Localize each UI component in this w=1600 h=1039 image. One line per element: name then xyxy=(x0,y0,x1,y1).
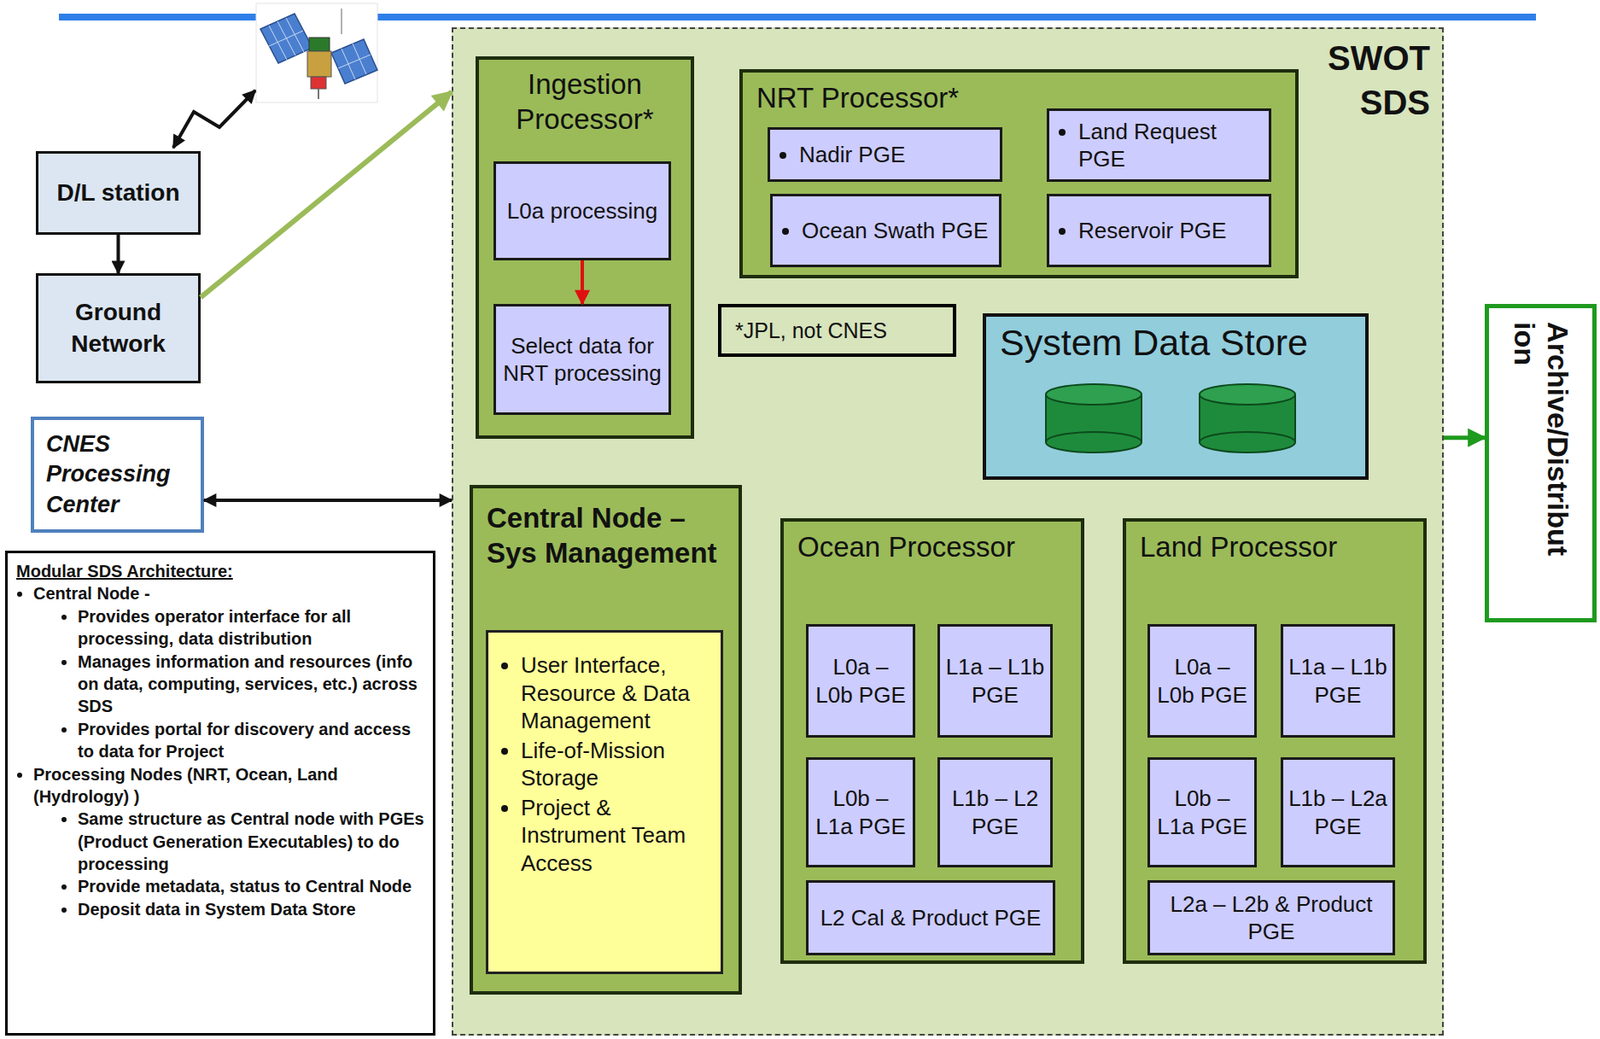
station-box: D/L station xyxy=(35,151,201,235)
node-label: L1a – L1b PGE xyxy=(943,653,1047,709)
node-label: L1b – L2 PGE xyxy=(943,784,1047,841)
node-label: Provides operator interface for all proc… xyxy=(77,605,425,651)
process-box: L0a processing xyxy=(493,161,672,261)
node-label: Ocean Processor xyxy=(783,521,1081,565)
archive-box: Archive/Distribut ion xyxy=(1484,303,1597,623)
node-label: Select data for NRT processing xyxy=(499,332,666,388)
node-label: Nadir PGE xyxy=(799,140,993,170)
node-label: System Data Store xyxy=(986,316,1366,364)
pge-box: L0b – L1a PGE xyxy=(805,757,916,868)
node-label: L1a – L1b PGE xyxy=(1286,653,1390,709)
top-rule xyxy=(58,13,1536,21)
node-label: Central Node - xyxy=(33,582,425,605)
center-box: CNES Processing Center xyxy=(30,416,205,533)
node-label: User Interface, Resource & Data Manageme… xyxy=(520,651,714,736)
node-label: Land Processor xyxy=(1126,521,1424,565)
node-label: L0b – L1a PGE xyxy=(1153,784,1251,841)
node-label: L0a processing xyxy=(507,197,658,226)
node-label: D/L station xyxy=(56,177,180,209)
node-label: NRT Processor* xyxy=(742,72,1296,116)
radio-link xyxy=(173,90,256,148)
node-label: L2 Cal & Product PGE xyxy=(820,904,1042,933)
system-region: SWOT SDS Ingestion Processor* L0a processi… xyxy=(451,27,1444,1036)
node-label: Project & Instrument Team Access xyxy=(520,794,714,878)
node-label: L0b – L1a PGE xyxy=(811,784,910,841)
processor-box: NRT Processor* Nadir PGE Land Request PGE O… xyxy=(739,69,1299,279)
node-label: L1b – L2a PGE xyxy=(1286,784,1390,841)
database-cylinder xyxy=(1199,384,1296,453)
processor-box: Ingestion Processor* L0a processingSelect… xyxy=(475,56,695,439)
node-label: CNES Processing Center xyxy=(46,429,201,520)
node-label: L0a – L0b PGE xyxy=(811,653,910,709)
connector-arrow xyxy=(116,234,121,274)
node-label: Ground Network xyxy=(38,297,199,360)
connector-arrow xyxy=(200,92,452,298)
pge-box: Ocean Swath PGE xyxy=(770,193,1002,268)
pge-box: L1b – L2a PGE xyxy=(1280,757,1396,868)
node-label: Land Request PGE xyxy=(1078,117,1262,174)
pge-box: L2a – L2b & Product PGE xyxy=(1147,880,1396,956)
pge-box: Nadir PGE xyxy=(767,127,1003,182)
node-label: L0a – L0b PGE xyxy=(1153,653,1251,709)
node-label: Same structure as Central node with PGEs… xyxy=(77,807,425,876)
satellite-illustration xyxy=(256,3,378,103)
pge-box: L0a – L0b PGE xyxy=(1147,624,1257,738)
pge-box: L1a – L1b PGE xyxy=(1280,624,1396,738)
node-label: Processing Nodes (NRT, Ocean, Land (Hydr… xyxy=(33,763,425,809)
connector-arrow xyxy=(580,260,584,304)
node-label: *JPL, not CNES xyxy=(735,318,953,344)
node-label: Central Node – Sys Management xyxy=(472,488,739,572)
node-label: Ocean Swath PGE xyxy=(801,216,993,246)
pge-box: L0b – L1a PGE xyxy=(1147,757,1257,868)
pge-box: L1b – L2 PGE xyxy=(937,757,1053,868)
connector-arrow xyxy=(1443,435,1485,440)
database-cylinder xyxy=(1045,384,1142,453)
pge-box: L2 Cal & Product PGE xyxy=(805,880,1056,956)
node-label: Provides portal for discovery and access… xyxy=(77,718,425,764)
processor-box: Ocean ProcessorL0a – L0b PGE L1a – L1b PG… xyxy=(780,518,1085,964)
node-label: Deposit data in System Data Store xyxy=(77,898,425,921)
node-label: Provide metadata, status to Central Node xyxy=(77,875,425,898)
node-label: L2a – L2b & Product PGE xyxy=(1153,890,1390,946)
node-label: SWOT SDS xyxy=(1310,35,1431,125)
node-label: Manages information and resources (info … xyxy=(77,650,425,719)
pge-box: Reservoir PGE xyxy=(1046,193,1272,268)
process-box: Select data for NRT processing xyxy=(493,303,672,415)
processor-box: Central Node – Sys ManagementUser Interf… xyxy=(469,484,742,995)
pge-box: L1a – L1b PGE xyxy=(937,624,1053,738)
processor-box: Land ProcessorL0a – L0b PGE L1a – L1b PGE… xyxy=(1122,518,1427,964)
network-box: Ground Network xyxy=(35,273,201,384)
data-store: System Data Store xyxy=(982,313,1369,480)
pge-box: Land Request PGE xyxy=(1046,108,1272,182)
pge-box: L0a – L0b PGE xyxy=(805,624,916,738)
note-box: *JPL, not CNES xyxy=(718,303,957,357)
node-label: Modular SDS Architecture: xyxy=(16,560,425,583)
feature-list: User Interface, Resource & Data Manageme… xyxy=(485,630,724,975)
node-label: Ingestion Processor* xyxy=(478,59,691,138)
node-label: Life-of-Mission Storage xyxy=(520,736,714,793)
connector-arrow xyxy=(204,498,452,503)
node-label: Archive/Distribut ion xyxy=(1506,322,1574,605)
node-label: Reservoir PGE xyxy=(1078,216,1262,246)
notes-box: Modular SDS Architecture:Central Node -P… xyxy=(5,550,436,1036)
